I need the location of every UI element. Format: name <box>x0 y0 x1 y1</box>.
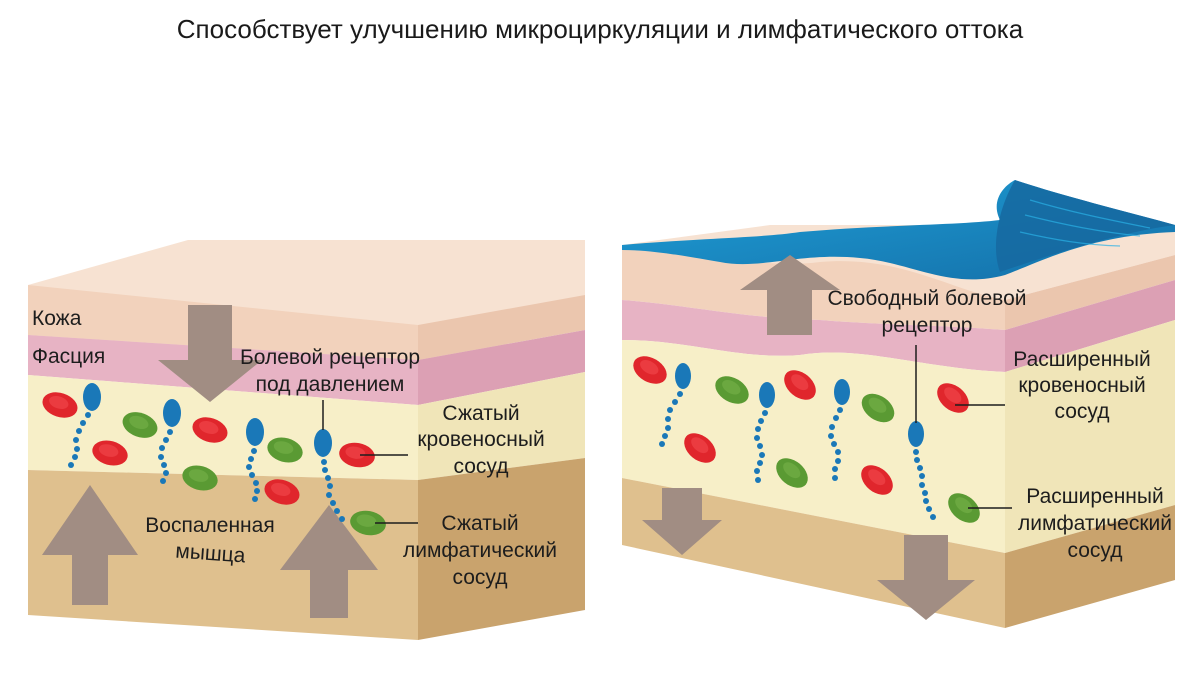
pain-receptor-icon <box>828 379 850 481</box>
compressed-lymph-vessel-label-3: сосуд <box>453 566 508 589</box>
right-muscle-arrow-2-icon <box>877 535 975 620</box>
right-block: Свободный болевой рецептор Расширенный к… <box>622 180 1175 628</box>
pain-receptor-icon <box>246 418 264 502</box>
right-side-tissue <box>1005 320 1175 553</box>
pain-receptor-icon <box>158 399 181 484</box>
tape-texture <box>1019 199 1151 247</box>
dilated-lymph-vessel-label-3: сосуд <box>1068 539 1123 562</box>
compressed-blood-vessel-label-2: кровеносный <box>417 428 544 451</box>
pain-receptor-icon <box>314 429 345 522</box>
dilated-blood-vessel-label-2: кровеносный <box>1018 374 1145 397</box>
dilated-blood-vessel-label-1: Расширенный <box>1013 348 1150 371</box>
free-pain-receptor-label-2: рецептор <box>882 314 973 337</box>
pain-receptor-icon <box>659 363 691 447</box>
right-muscle-arrow-1-icon <box>642 488 722 555</box>
pain-receptor-icon <box>68 383 101 468</box>
pain-receptor-icon <box>908 421 936 520</box>
fascia-label: Фасция <box>32 345 105 368</box>
page-title: Способствует улучшению микроциркуляции и… <box>176 14 1024 44</box>
compressed-blood-vessel-label-3: сосуд <box>454 455 509 478</box>
left-block: Кожа Фасция Болевой рецептор под давлени… <box>28 240 585 640</box>
left-muscle-arrow-1-icon <box>42 485 138 605</box>
left-side-muscle <box>418 458 585 640</box>
compressed-lymph-vessel-label-2: лимфатический <box>403 539 557 562</box>
dilated-blood-vessel-label-3: сосуд <box>1055 400 1110 423</box>
right-side-muscle <box>1005 505 1175 628</box>
pain-receptor-label-2: под давлением <box>256 373 405 396</box>
inflamed-muscle-label-2: мышца <box>175 540 247 568</box>
left-side-skin <box>418 295 585 360</box>
left-muscle-arrow-2-icon <box>280 505 378 618</box>
right-lift-arrow-icon <box>740 255 840 335</box>
pain-receptor-icon <box>754 382 775 483</box>
right-side-skin <box>1005 255 1175 330</box>
skin-label: Кожа <box>32 307 82 330</box>
right-tissue-layer <box>622 340 1005 553</box>
left-side-tissue <box>418 372 585 480</box>
dilated-lymph-vessel-label-2: лимфатический <box>1018 512 1172 535</box>
inflamed-muscle-label-1: Воспаленная <box>145 514 274 537</box>
free-pain-receptor-label-1: Свободный болевой <box>827 287 1026 310</box>
left-side-fascia <box>418 330 585 405</box>
right-fascia-layer <box>622 300 1005 372</box>
compressed-lymph-vessel-label-1: Сжатый <box>441 512 518 535</box>
compressed-blood-vessel-label-1: Сжатый <box>442 402 519 425</box>
left-pressure-arrow-icon <box>158 305 262 402</box>
dilated-lymph-vessel-label-1: Расширенный <box>1026 485 1163 508</box>
right-side-fascia <box>1005 280 1175 372</box>
pain-receptor-label-1: Болевой рецептор <box>240 346 420 369</box>
